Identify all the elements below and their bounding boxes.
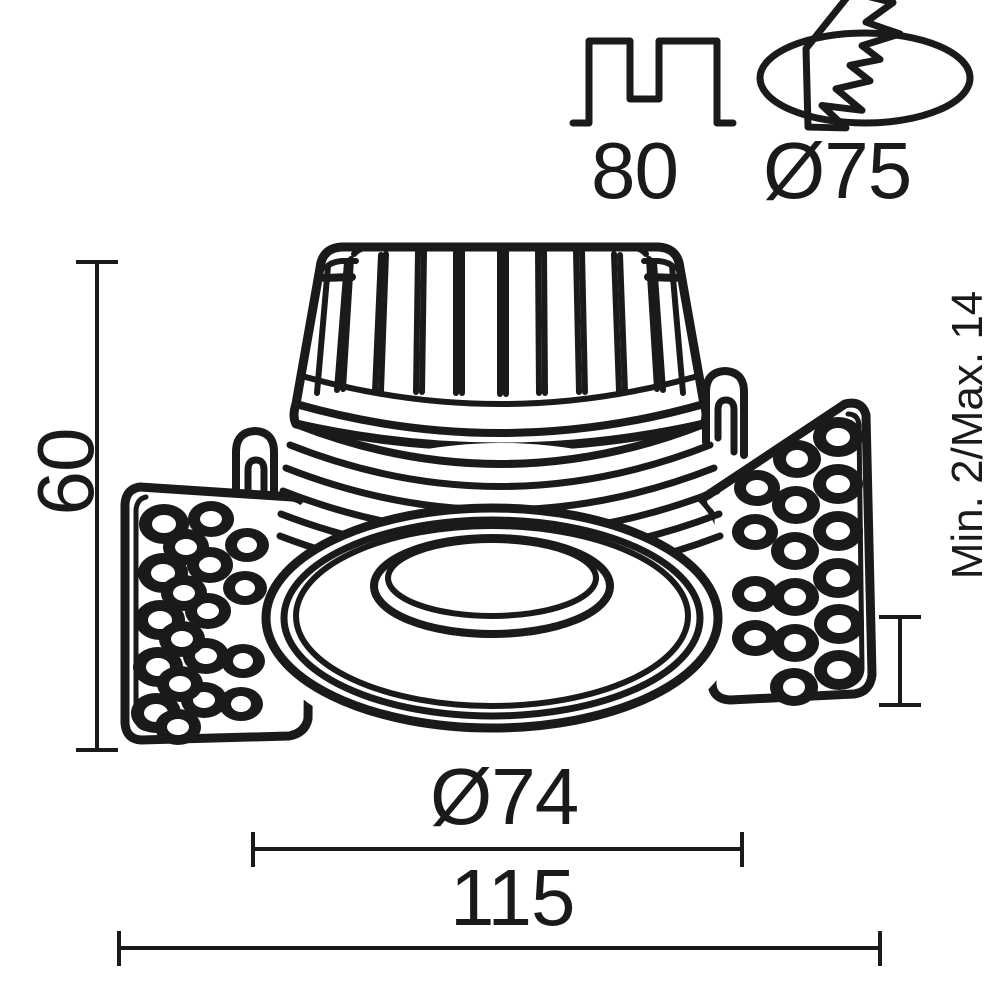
ceiling-thickness-label: Min. 2/Max. 14 <box>943 290 992 580</box>
dimension-line-aperture <box>251 832 744 867</box>
trim-ring-barrel <box>261 420 732 752</box>
spring-clip-right <box>698 398 877 706</box>
heatsink-fins <box>314 250 686 397</box>
dimension-line-ceiling-thickness <box>879 615 921 707</box>
dimension-line-overall-width <box>117 931 882 966</box>
spring-clip-pivot-tab-right <box>702 367 748 459</box>
dimension-line-height <box>76 260 118 752</box>
aperture-diameter-label: Ø74 <box>430 752 579 841</box>
ceiling-cutout-depth-icon <box>569 37 737 127</box>
overall-width-label: 115 <box>450 853 576 942</box>
cutout-depth-label: 80 <box>591 126 679 215</box>
hole-saw-cut-icon <box>756 0 974 132</box>
height-dimension-label: 60 <box>21 428 110 516</box>
hole-saw-diameter-label: Ø75 <box>763 126 912 215</box>
spring-clip-left <box>120 482 315 745</box>
